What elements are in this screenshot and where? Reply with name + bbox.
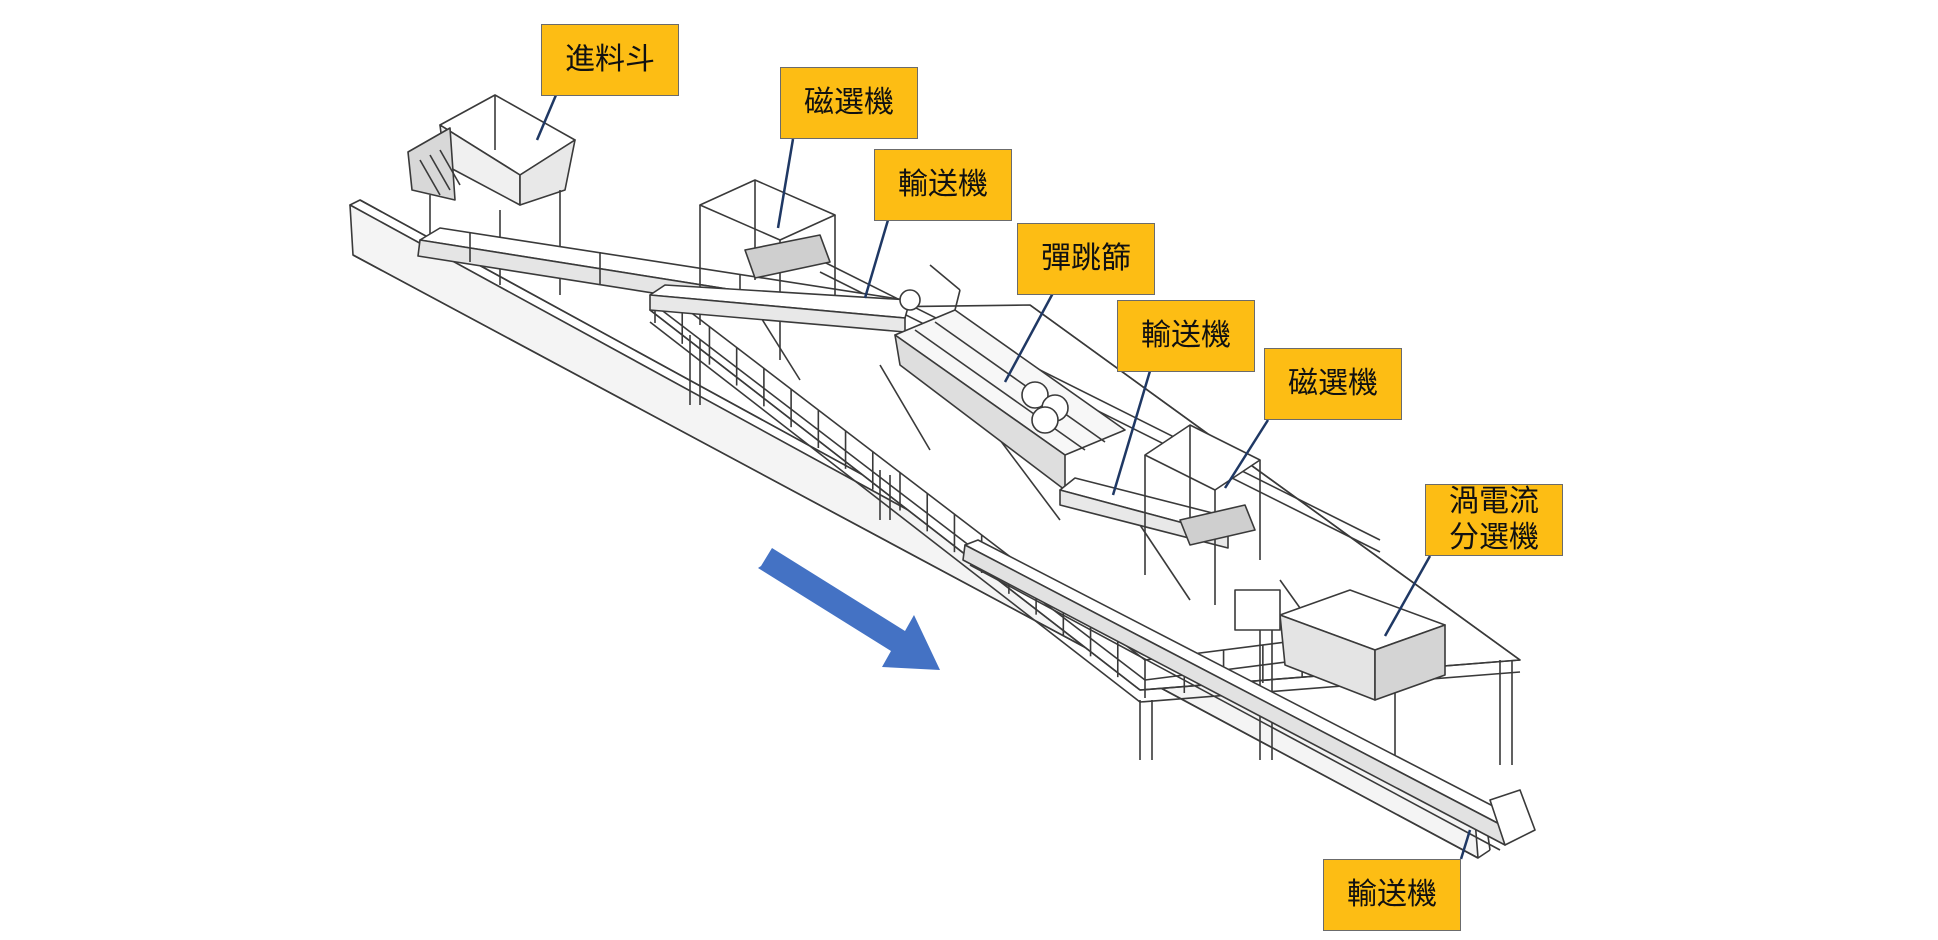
- leader-conveyor-1: [863, 219, 890, 299]
- leader-feed-hopper: [535, 94, 558, 141]
- callout-feed-hopper: 進料斗: [541, 24, 679, 96]
- magnetic-separator-1-drawing: [699, 179, 836, 360]
- leader-bounce-screen: [1003, 292, 1055, 383]
- callout-magnetic-separator-1: 磁選機: [780, 67, 918, 139]
- feed-hopper-drawing: [407, 94, 576, 295]
- callout-eddy-current-separator: 渦電流 分選機: [1425, 484, 1563, 556]
- discharge-conveyor-drawing: [962, 539, 1536, 851]
- transfer-conveyor-drawing: [649, 284, 921, 333]
- leader-magnetic-separator-2: [1223, 419, 1270, 489]
- callout-conveyor-2: 輸送機: [1117, 300, 1255, 372]
- eddy-current-separator-drawing: [1234, 589, 1446, 701]
- flow-arrow-icon: [758, 548, 940, 670]
- leader-conveyor-3: [1459, 829, 1472, 860]
- bounce-screen-drawing: [894, 264, 1126, 491]
- callout-conveyor-3: 輸送機: [1323, 859, 1461, 931]
- magnetic-separator-2-drawing: [1144, 424, 1261, 605]
- callout-conveyor-1: 輸送機: [874, 149, 1012, 221]
- leader-magnetic-separator-1: [776, 138, 795, 229]
- leader-lines: [535, 94, 1472, 860]
- leader-conveyor-2: [1111, 370, 1152, 496]
- callout-bounce-screen: 彈跳篩: [1017, 223, 1155, 295]
- leader-eddy-current-separator: [1383, 555, 1432, 637]
- callout-magnetic-separator-2: 磁選機: [1264, 348, 1402, 420]
